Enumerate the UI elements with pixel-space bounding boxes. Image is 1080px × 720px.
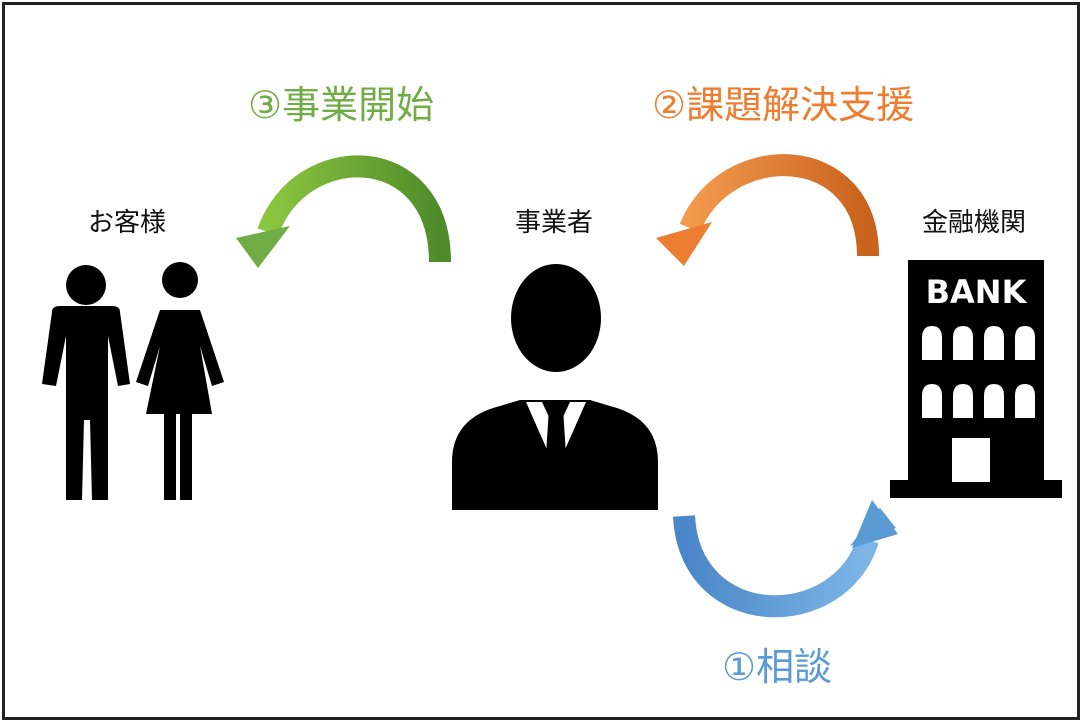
actor-label-bank: 金融機関 (922, 208, 1027, 238)
bank-building-icon: BANK (890, 260, 1062, 498)
step-label-consult: ①相談 (722, 645, 833, 689)
couple-icon (42, 262, 224, 500)
actor-label-business: 事業者 (515, 208, 594, 238)
step-label-start: ③事業開始 (248, 83, 435, 127)
businessman-icon (452, 264, 658, 510)
actor-label-customers: お客様 (88, 208, 167, 238)
arrow-consult (673, 500, 898, 618)
arrow-start (236, 155, 451, 268)
arrow-support (656, 154, 879, 266)
bank-sign-text: BANK (926, 273, 1028, 311)
step-label-support: ②課題解決支援 (652, 83, 915, 127)
